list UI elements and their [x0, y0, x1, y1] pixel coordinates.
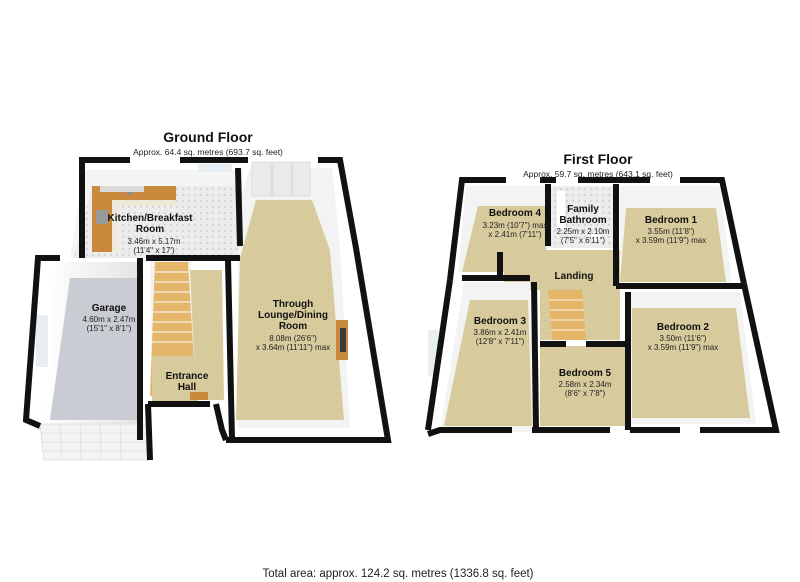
garage-dimensions-imperial: (15'1" x 8'1")	[87, 324, 132, 333]
bedroom-3-name: Bedroom 3	[474, 316, 527, 327]
hall-name-line2: Hall	[178, 382, 197, 393]
bedroom-5-dimensions-metric: 2.58m x 2.34m	[559, 380, 612, 389]
bedroom-5-room	[540, 346, 628, 426]
garage-room	[36, 262, 151, 461]
ground-floor-area: Approx. 64.4 sq. metres (693.7 sq. feet)	[133, 147, 283, 157]
bedroom-1-dimensions-length: 3.55m (11'8")	[648, 227, 695, 236]
bedroom-1-name: Bedroom 1	[645, 215, 698, 226]
bedroom-2-dimensions-length: 3.50m (11'6")	[660, 334, 707, 343]
hall-name-line1: Entrance	[166, 371, 209, 382]
lounge-dimensions-width: x 3.64m (11'11") max	[256, 343, 330, 352]
landing-name: Landing	[555, 271, 594, 282]
bedroom-4-name: Bedroom 4	[489, 208, 542, 219]
bedroom-2-dimensions-width: x 3.59m (11'9") max	[648, 343, 718, 352]
total-area: Total area: approx. 124.2 sq. metres (13…	[262, 568, 533, 580]
kitchen-name-line2: Room	[136, 224, 164, 235]
first-floor-title: First Floor	[563, 151, 633, 167]
bedroom-3-dimensions-metric: 3.86m x 2.41m	[474, 328, 527, 337]
bedroom-1-room	[620, 186, 732, 282]
lounge-dimensions-length: 8.08m (26'6")	[269, 334, 317, 343]
bedroom-3-dimensions-imperial: (12'8" x 7'11")	[476, 337, 525, 346]
ground-floor-walls	[22, 157, 392, 461]
kitchen-room	[70, 164, 240, 258]
bedroom-4-dimensions-length: 3.23m (10'7") max	[483, 221, 548, 230]
bathroom-dimensions-imperial: (7'5" x 6'11")	[561, 236, 605, 245]
ground-floor-title: Ground Floor	[163, 129, 253, 145]
first-floor-walls	[425, 177, 780, 437]
bedroom-2-name: Bedroom 2	[657, 322, 710, 333]
bedroom-5-dimensions-imperial: (8'6" x 7'8")	[565, 389, 606, 398]
bedroom-1-dimensions-width: x 3.59m (11'9") max	[636, 236, 706, 245]
garage-dimensions-metric: 4.60m x 2.47m	[83, 315, 136, 324]
lounge-name-line3: Room	[279, 321, 307, 332]
ground-floor-plan	[22, 157, 392, 461]
lounge-name-line2: Lounge/Dining	[258, 310, 328, 321]
bedroom-5-name: Bedroom 5	[559, 368, 612, 379]
kitchen-dimensions-metric: 3.46m x 5.17m	[128, 237, 181, 246]
bathroom-room	[548, 186, 614, 248]
stairs-hall	[150, 258, 224, 402]
lounge-name-line1: Through	[273, 299, 314, 310]
kitchen-name-line1: Kitchen/Breakfast	[107, 213, 193, 224]
garage-name: Garage	[92, 303, 127, 314]
bedroom-3-room	[428, 282, 534, 432]
bathroom-name-line1: Family	[567, 204, 599, 215]
kitchen-dimensions-imperial: (11'4" x 17')	[133, 246, 175, 255]
landing-area	[504, 250, 620, 340]
first-floor-plan	[425, 177, 780, 437]
bedroom-2-room	[630, 292, 756, 424]
bathroom-name-line2: Bathroom	[559, 215, 606, 226]
lounge-room	[236, 161, 350, 428]
first-floor-area: Approx. 59.7 sq. metres (643.1 sq. feet)	[523, 169, 673, 179]
bathroom-dimensions-metric: 2.25m x 2.10m	[557, 227, 610, 236]
bedroom-4-dimensions-width: x 2.41m (7'11")	[488, 230, 541, 239]
